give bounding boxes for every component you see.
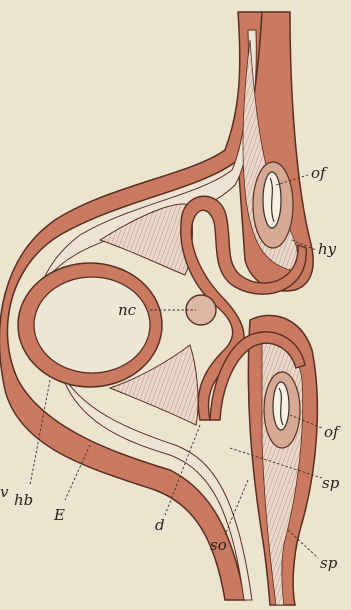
- label-sp-lower: sp: [320, 554, 338, 572]
- label-hb: hb: [14, 491, 33, 509]
- label-E: E: [53, 506, 65, 524]
- label-sp-upper: sp: [322, 474, 340, 492]
- label-of-lower: of: [324, 423, 341, 441]
- head-bulb-cavity: [34, 277, 150, 373]
- label-nc: nc: [118, 301, 137, 319]
- label-v-margin: v: [0, 483, 9, 501]
- label-so: so: [210, 536, 227, 554]
- label-hy: hy: [318, 240, 337, 258]
- label-of-upper: of: [311, 164, 328, 182]
- mesoderm-upper-wedge: [100, 204, 192, 275]
- label-d: d: [155, 516, 165, 534]
